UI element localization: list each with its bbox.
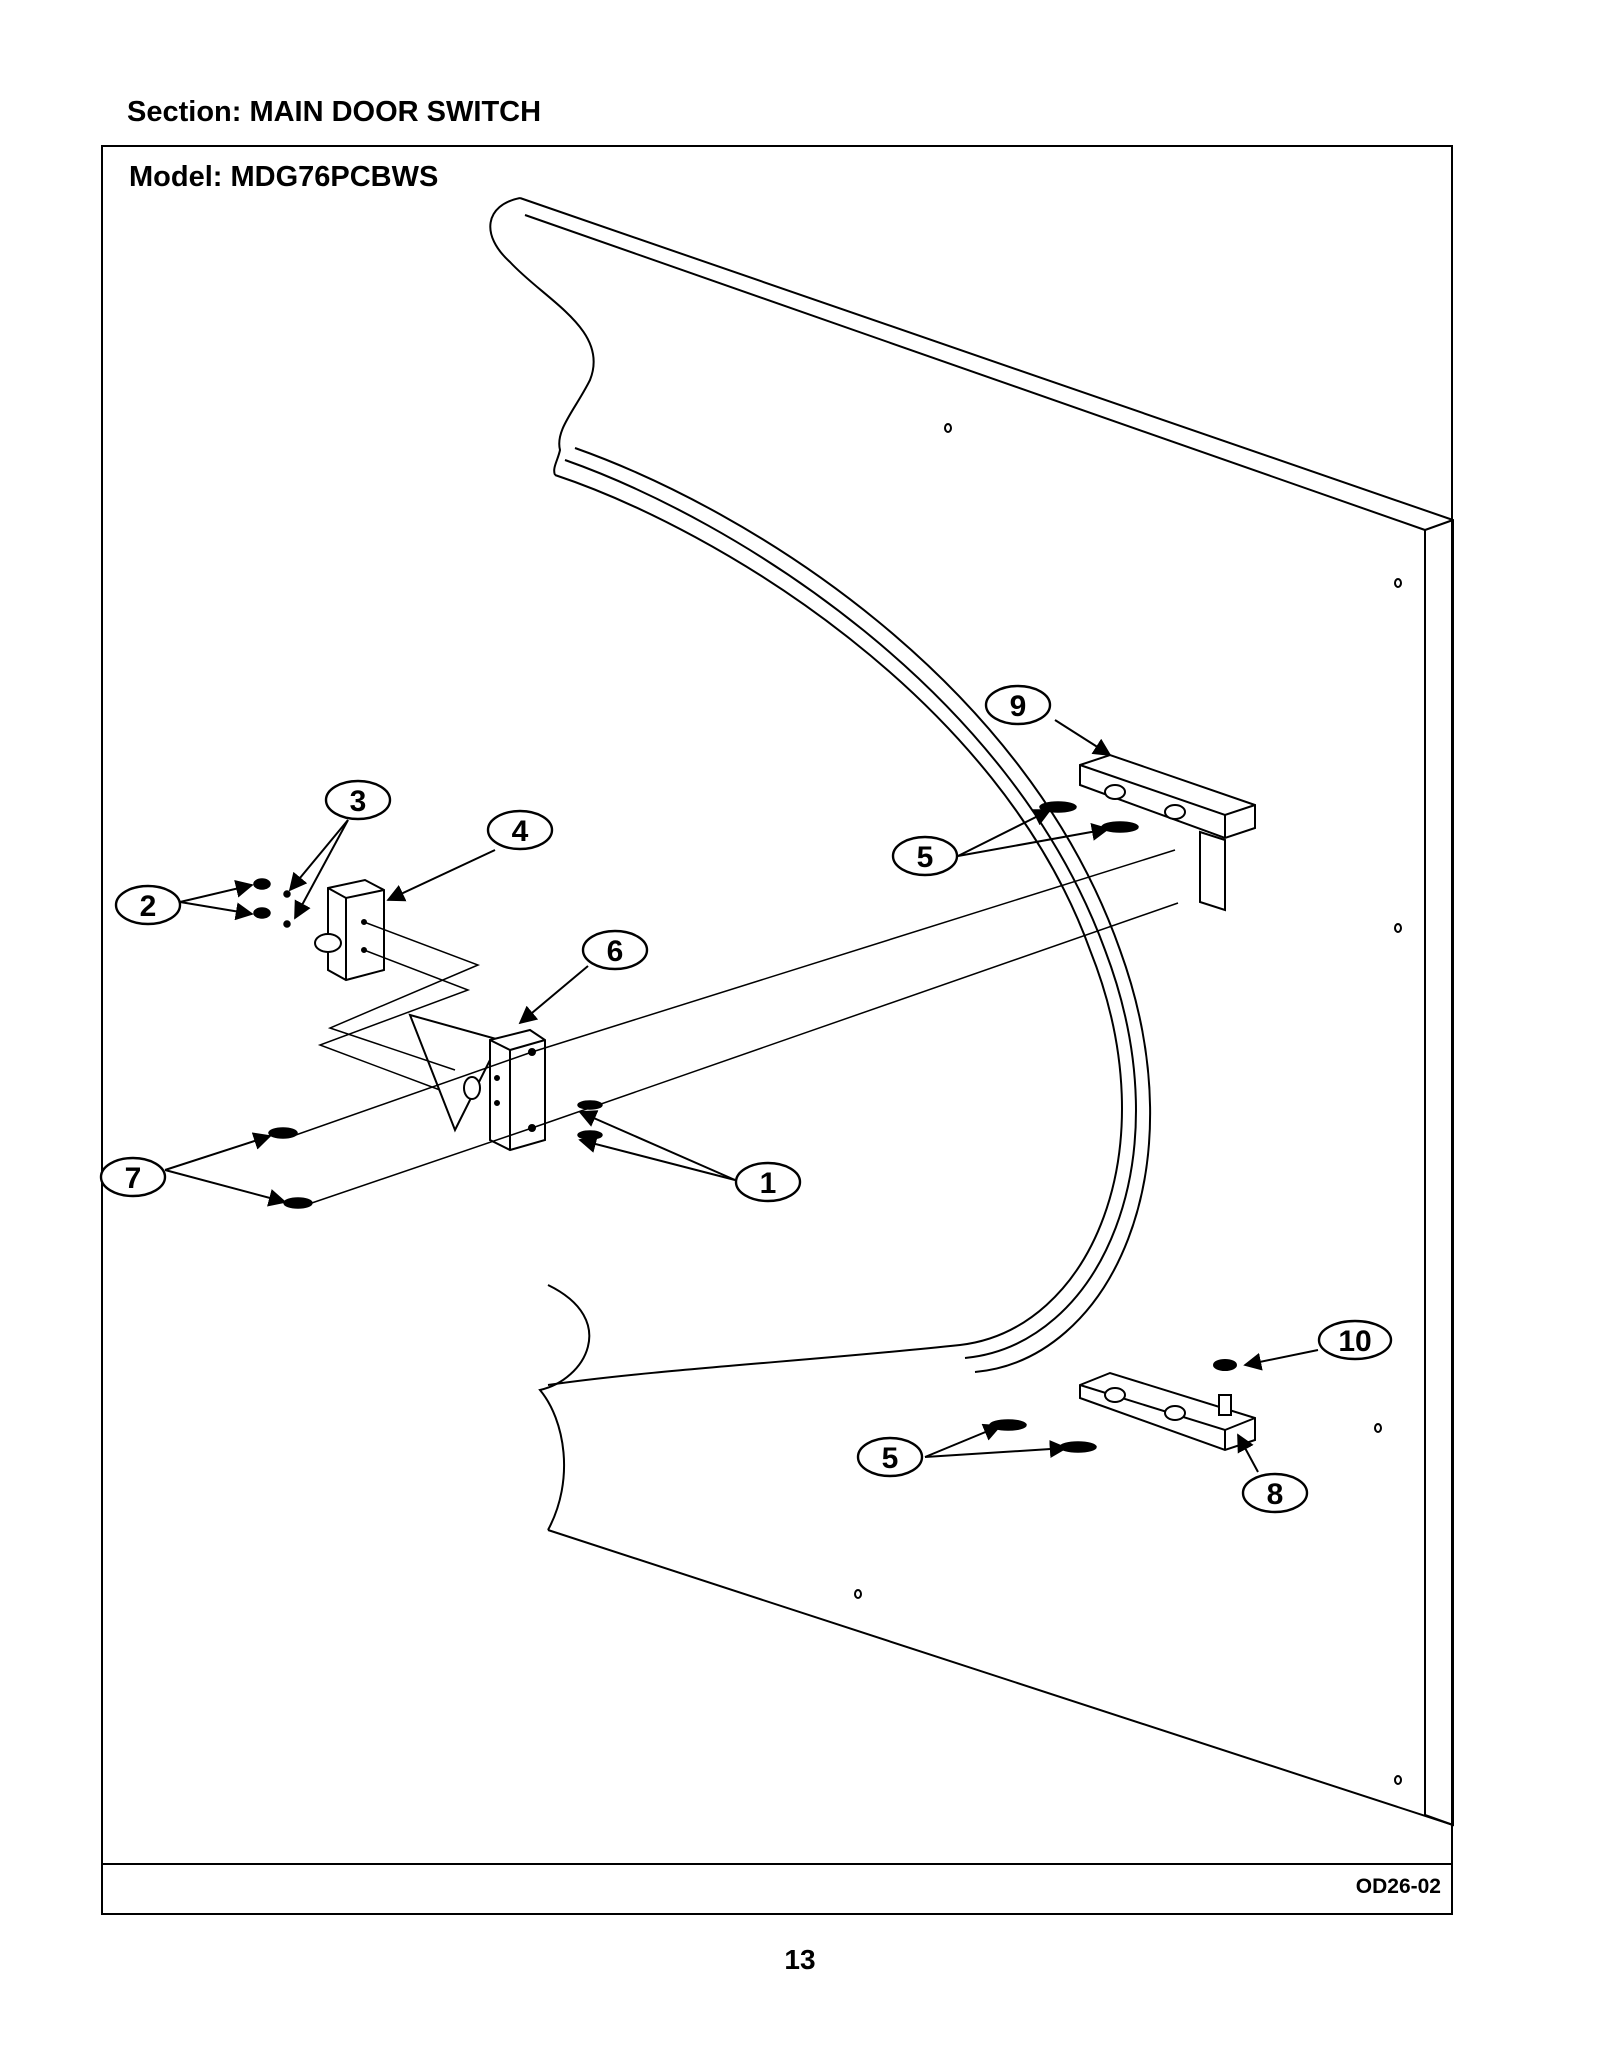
- callout-2: 2: [114, 884, 182, 926]
- callout-4: 4: [486, 809, 554, 851]
- hardware-screws: [253, 801, 1139, 1453]
- svg-text:7: 7: [125, 1162, 142, 1195]
- page-number: 13: [784, 1944, 816, 1975]
- svg-text:3: 3: [350, 785, 367, 818]
- callout-3: 3: [324, 779, 392, 821]
- svg-text:2: 2: [140, 890, 157, 923]
- upper-hinge-bracket: [1079, 753, 1256, 912]
- drawing-code: OD26-02: [1355, 1875, 1441, 1898]
- model-title: Model: MDG76PCBWS: [129, 161, 439, 193]
- callout-7: 7: [99, 1156, 167, 1198]
- footer-divider: [103, 1863, 1451, 1865]
- switch-bracket: [408, 1013, 546, 1152]
- callout-5-lower: 5: [856, 1436, 924, 1478]
- callout-10: 10: [1317, 1319, 1393, 1361]
- svg-text:5: 5: [917, 841, 934, 874]
- leader-lines: [164, 719, 1319, 1473]
- door-panel: [489, 197, 1454, 1827]
- callout-8: 8: [1241, 1472, 1309, 1514]
- door-switch-block: [314, 878, 385, 982]
- svg-text:6: 6: [607, 935, 624, 968]
- callout-5-upper: 5: [891, 835, 959, 877]
- svg-text:9: 9: [1010, 690, 1027, 723]
- callout-6: 6: [581, 929, 649, 971]
- svg-text:8: 8: [1267, 1478, 1284, 1511]
- svg-text:4: 4: [512, 815, 529, 848]
- svg-text:5: 5: [882, 1442, 899, 1475]
- svg-text:10: 10: [1338, 1325, 1371, 1358]
- lower-hinge-bracket: [1079, 1359, 1256, 1452]
- callout-1: 1: [734, 1161, 802, 1203]
- alignment-guide-lines: [289, 849, 1179, 1208]
- callout-9: 9: [984, 684, 1052, 726]
- section-title: Section: MAIN DOOR SWITCH: [127, 96, 542, 128]
- svg-text:1: 1: [760, 1167, 777, 1200]
